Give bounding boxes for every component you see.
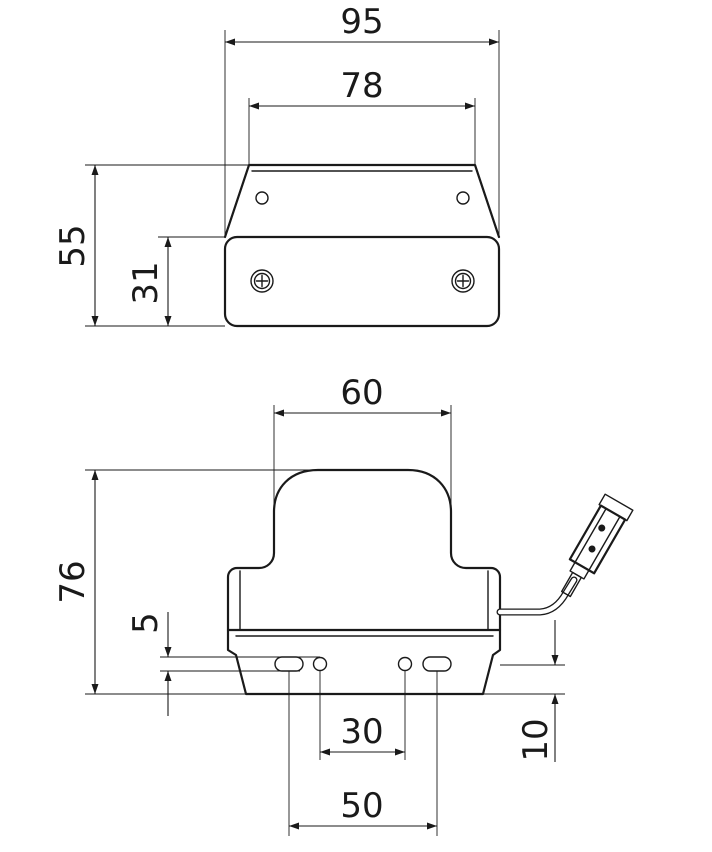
screw-right-icon [451,269,475,293]
dim-label-top-inner-width: 78 [340,66,383,106]
dim-label-slot-spacing: 50 [340,786,383,826]
bottom-body-outline [226,468,502,696]
dim-label-top-height: 55 [53,224,93,267]
dim-label-bottom-height: 76 [53,560,93,603]
dim-label-hole-spacing: 30 [340,712,383,752]
hole-right [397,656,413,672]
top-bracket-hole-left [255,191,269,205]
dim-label-small-offset: 5 [126,612,166,634]
connector-plug-icon [560,493,634,598]
bottom-view: 60 76 5 30 50 10 [53,373,634,836]
top-bracket-hole-right [456,191,470,205]
top-body [223,235,501,328]
slot-right [422,656,452,672]
dim-label-top-lower-height: 31 [126,261,166,304]
hole-left [312,656,328,672]
dim-label-dome-width: 60 [340,373,383,413]
slot-left [274,656,304,672]
dim-label-top-width: 95 [340,2,383,42]
dim-label-cable-offset: 10 [516,718,556,761]
top-view: 95 78 55 31 [53,2,501,328]
screw-left-icon [250,269,274,293]
top-bracket-outline [223,163,501,239]
